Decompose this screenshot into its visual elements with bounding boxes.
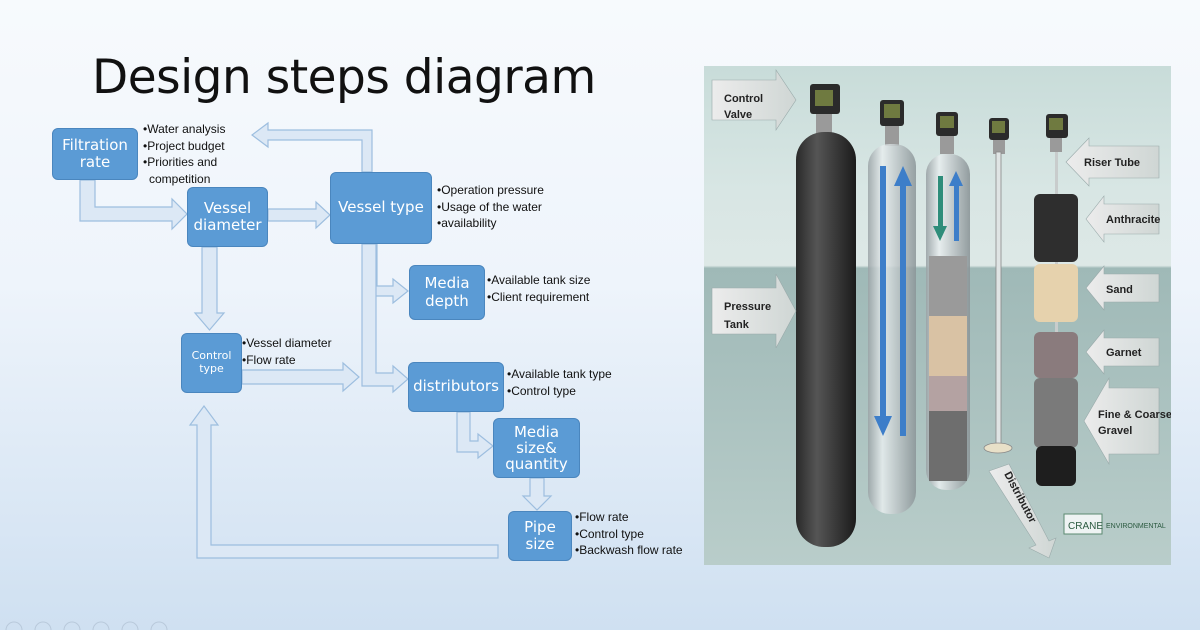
media-anthracite <box>1034 194 1078 262</box>
label-pressure-tank-1: Pressure <box>724 301 771 313</box>
note-item: •Priorities and <box>143 155 218 169</box>
box-control-type: Control type <box>181 333 242 393</box>
notes-media-depth: •Available tank size •Client requirement <box>487 272 590 305</box>
filter-tank-illustration: Control Valve Pressure Tank Riser Tube A… <box>704 66 1171 565</box>
note-item: •Water analysis <box>143 122 226 136</box>
note-item: •Usage of the water <box>437 199 542 214</box>
label-control-valve-1: Control <box>724 93 763 105</box>
box-distributors: distributors <box>408 362 504 412</box>
arrow-vesseltype-to-filtration <box>251 121 373 173</box>
notes-filtration-rate: •Water analysis •Project budget •Priorit… <box>143 121 225 187</box>
control-valve-heads <box>810 84 1068 154</box>
media-sand <box>1034 264 1078 322</box>
pressure-tank <box>796 132 856 547</box>
notes-distributors: •Available tank type •Control type <box>507 366 612 399</box>
label-control-valve-2: Valve <box>724 109 752 121</box>
label-pressure-tank-2: Tank <box>724 319 750 331</box>
note-item: •Available tank type <box>507 367 612 381</box>
notes-control-type: •Vessel diameter •Flow rate <box>242 335 332 368</box>
arrow-vesseltype-to-distributors <box>361 243 409 394</box>
slide-decoration-dots <box>5 621 168 630</box>
arrow-distributors-to-mediasize <box>456 411 494 460</box>
note-item: •Project budget <box>143 138 225 153</box>
label-anthracite: Anthracite <box>1106 214 1160 226</box>
media-garnet <box>1034 332 1078 378</box>
note-item: •Flow rate <box>242 352 296 367</box>
arrow-diameter-to-control <box>193 246 226 331</box>
arrow-control-to-distributors <box>241 361 360 393</box>
box-pipe-size: Pipe size <box>508 511 572 561</box>
clear-tank-flow <box>868 144 916 514</box>
arrow-filtration-to-diameter <box>79 179 188 231</box>
note-item: •Control type <box>507 383 576 398</box>
label-gravel-2: Gravel <box>1098 425 1132 437</box>
slide-title: Design steps diagram <box>92 50 596 105</box>
box-vessel-type: Vessel type <box>330 172 432 244</box>
note-item: •Flow rate <box>575 510 629 524</box>
box-filtration-rate: Filtration rate <box>52 128 138 180</box>
box-vessel-diameter: Vessel diameter <box>187 187 268 247</box>
note-item: •Client requirement <box>487 289 590 304</box>
arrow-pipesize-to-control <box>188 404 499 559</box>
label-sand: Sand <box>1106 284 1133 296</box>
notes-vessel-type: •Operation pressure •Usage of the water … <box>437 182 544 232</box>
note-item: •Operation pressure <box>437 183 544 197</box>
note-item: •Available tank size <box>487 273 591 287</box>
note-item: •Backwash flow rate <box>575 543 683 557</box>
brand-sub: ENVIRONMENTAL <box>1106 523 1166 530</box>
box-media-depth: Media depth <box>409 265 485 320</box>
brand-logo: CRANE <box>1068 521 1103 532</box>
arrow-diameter-to-vesseltype <box>267 200 331 230</box>
note-item: •Control type <box>575 526 644 541</box>
label-garnet: Garnet <box>1106 347 1142 359</box>
label-riser-tube: Riser Tube <box>1084 157 1140 169</box>
note-item: •Vessel diameter <box>242 336 332 350</box>
arrow-mediasize-to-pipesize <box>521 477 553 511</box>
media-gravel <box>1034 378 1078 448</box>
label-gravel-1: Fine & Coarse <box>1098 409 1171 421</box>
notes-pipe-size: •Flow rate •Control type •Backwash flow … <box>575 509 683 559</box>
note-item: •availability <box>437 216 497 230</box>
note-item: competition <box>149 171 211 186</box>
flow-arrows <box>79 121 553 559</box>
box-media-size: Media size& quantity <box>493 418 580 478</box>
distributor-tube <box>995 151 1002 448</box>
